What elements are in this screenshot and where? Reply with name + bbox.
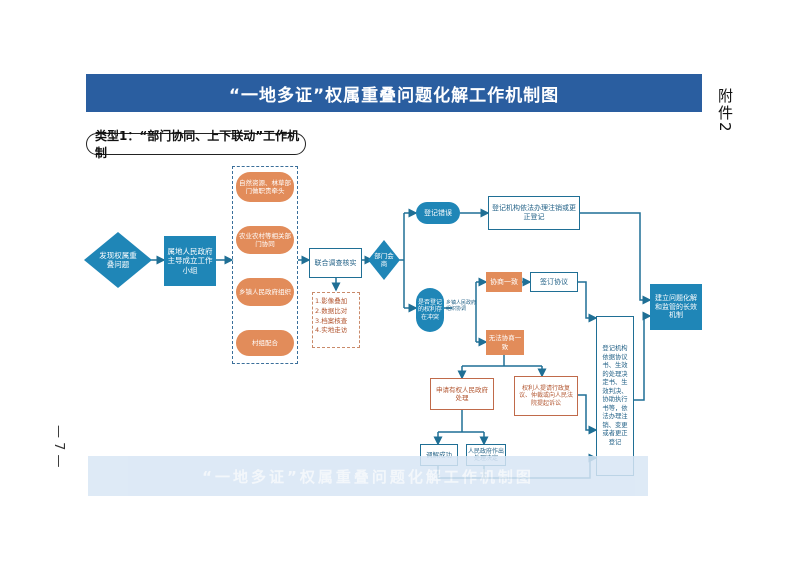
verify-step-4: 4.实地走访 <box>315 326 348 335</box>
sign-node: 签订协议 <box>530 272 578 292</box>
registry-final-node: 登记机构依据协议书、生效的处理决定书、生效判决、协助执行书等，依法办理注销、变更… <box>596 316 634 476</box>
disagree-node: 无法协商一致 <box>486 330 524 355</box>
reg-cancel-node: 登记机构依法办理注销或更正登记 <box>488 196 580 230</box>
dept-group-container <box>232 166 298 364</box>
dept-item-nature: 自然资源、林草部门做职责牵头 <box>236 172 294 202</box>
agree-node: 协商一致 <box>486 272 522 292</box>
verify-step-1: 1.影像叠加 <box>315 297 348 305</box>
verify-step-3: 3.档案核查 <box>315 316 348 325</box>
apply-gov-node: 申请有权人民政府处理 <box>430 378 494 410</box>
joint-verify-node: 联合调查核实 <box>309 248 362 278</box>
verify-steps-box: 1.影像叠加 2.数据比对 3.档案核查 4.实地走访 <box>312 292 360 348</box>
gov-group-node: 属地人民政府主导成立工作小组 <box>164 236 216 286</box>
long-term-node: 建立问题化解和监管的长效机制 <box>650 284 702 330</box>
reg-error-node: 登记错误 <box>416 202 460 224</box>
dept-item-village: 村组配合 <box>236 330 294 356</box>
dispute-note: 乡镇人民政府组织协调 <box>446 300 477 312</box>
attachment-label: 附件2 <box>716 88 734 134</box>
watermark-overlay: “一地多证”权属重叠问题化解工作机制图 <box>88 456 648 496</box>
lawsuit-node: 权利人提请行政复议、仲裁或向人民法院提起诉讼 <box>514 376 578 416</box>
verify-step-2: 2.数据比对 <box>315 306 348 315</box>
dispute-check-node: 是否登记的权利存在冲突 <box>416 288 444 332</box>
dept-item-township: 乡镇人民政府组织 <box>236 278 294 306</box>
mechanism-type-label: 类型1：“部门协同、上下联动”工作机制 <box>86 129 306 160</box>
dept-item-agri: 农业农村等相关部门协同 <box>236 226 294 254</box>
page-title: “一地多证”权属重叠问题化解工作机制图 <box>86 74 702 112</box>
page-number: — 7 — <box>51 425 66 468</box>
